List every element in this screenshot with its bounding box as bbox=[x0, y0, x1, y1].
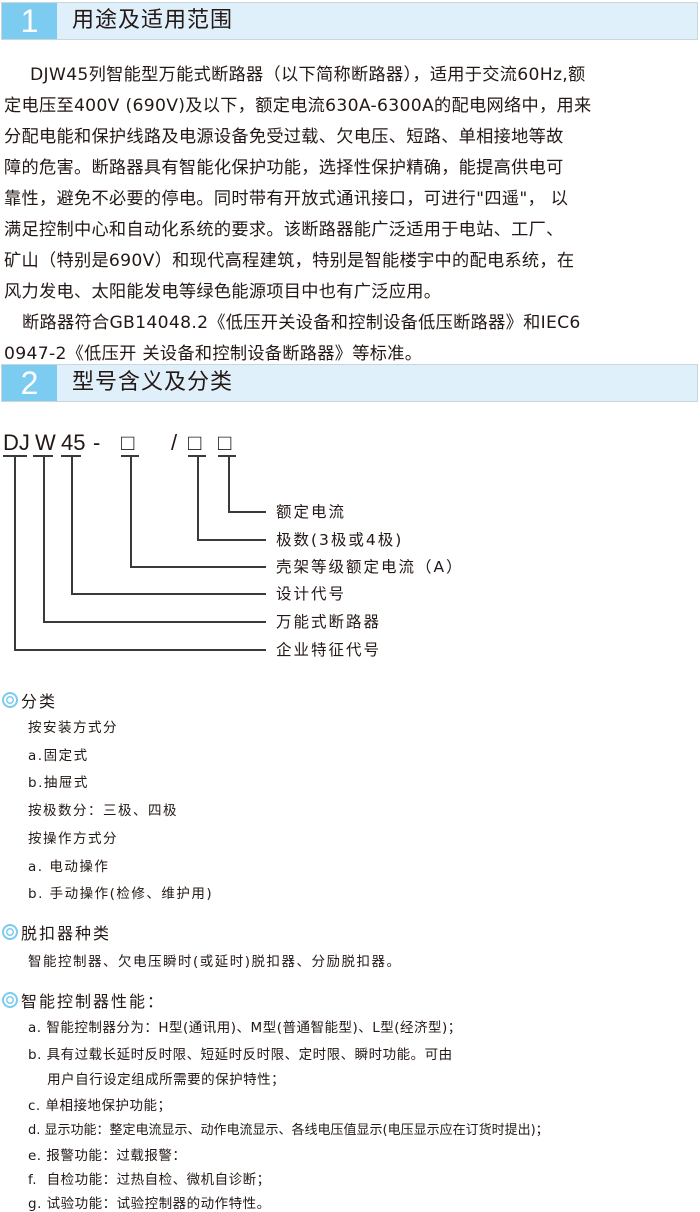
code-part-slash: / bbox=[171, 430, 178, 455]
label-enterprise-code: 企业特征代号 bbox=[276, 641, 382, 659]
section-2-title: 型号含义及分类 bbox=[72, 370, 234, 395]
performance-item: e. 报警功能：过载报警： bbox=[28, 1148, 187, 1164]
section-1-title: 用途及适用范围 bbox=[72, 8, 234, 33]
underline bbox=[218, 455, 236, 457]
label-poles: 极数(3极或4极) bbox=[276, 531, 404, 549]
performance-item: 用户自行设定组成所需要的保护特性； bbox=[28, 1072, 286, 1088]
classification-heading: 分类 bbox=[2, 688, 57, 712]
performance-item: d. 显示功能：整定电流显示、动作电流显示、各线电压值显示(电压显示应在订货时提… bbox=[28, 1123, 549, 1138]
standards-paragraph: 断路器符合GB14048.2《低压开关设备和控制设备低压断路器》和IEC6 09… bbox=[4, 308, 698, 370]
classification-item: b.抽屉式 bbox=[28, 775, 89, 791]
connector-line bbox=[130, 455, 132, 567]
classification-item: b. 手动操作(检修、维护用) bbox=[28, 886, 214, 902]
connector-line bbox=[228, 455, 230, 511]
classification-item: a. 电动操作 bbox=[28, 859, 110, 875]
text-line: 靠性，避免不必要的停电。同时带有开放式通讯接口，可进行"四遥"， 以 bbox=[4, 189, 569, 209]
connector-line bbox=[14, 455, 16, 650]
performance-item: b. 具有过载长延时反时限、短延时反时限、定时限、瞬时功能。可由 bbox=[28, 1047, 453, 1063]
connector-line bbox=[71, 593, 266, 595]
text-line: 风力发电、太阳能发电等绿色能源项目中也有广泛应用。 bbox=[4, 282, 442, 302]
text-line: DJW45列智能型万能式断路器（以下简称断路器），适用于交流60Hz,额 bbox=[30, 65, 586, 85]
connector-line bbox=[14, 649, 266, 651]
classification-item: 按安装方式分 bbox=[28, 720, 118, 736]
text-line: 障的危害。断路器具有智能化保护功能，选择性保护精确，能提高供电可 bbox=[4, 158, 564, 178]
connector-line bbox=[197, 455, 199, 539]
label-frame-current: 壳架等级额定电流（A） bbox=[276, 558, 464, 576]
release-types-heading-text: 脱扣器种类 bbox=[21, 924, 112, 943]
connector-line bbox=[197, 539, 266, 541]
connector-line bbox=[228, 511, 266, 513]
section-1-header: 1 用途及适用范围 bbox=[1, 2, 698, 40]
controller-performance-heading-text: 智能控制器性能： bbox=[21, 992, 166, 1011]
classification-heading-text: 分类 bbox=[21, 692, 58, 711]
code-part-box-frame: □ bbox=[121, 430, 135, 455]
code-part-dash: - bbox=[93, 430, 101, 455]
classification-item: a.固定式 bbox=[28, 748, 89, 764]
code-part-dj: DJ bbox=[3, 430, 30, 455]
text-line: 分配电能和保护线路及电源设备免受过载、欠电压、短路、单相接地等故 bbox=[4, 127, 564, 147]
label-design-code: 设计代号 bbox=[276, 585, 347, 603]
performance-item: c. 单相接地保护功能； bbox=[28, 1098, 172, 1114]
usage-paragraph: DJW45列智能型万能式断路器（以下简称断路器），适用于交流60Hz,额 定电压… bbox=[4, 60, 698, 308]
section-1-number: 1 bbox=[2, 3, 57, 39]
performance-item: a. 智能控制器分为：H型(通讯用)、M型(普通智能型)、L型(经济型)； bbox=[28, 1020, 462, 1036]
text-line: 断路器符合GB14048.2《低压开关设备和控制设备低压断路器》和IEC6 bbox=[22, 313, 581, 333]
classification-item: 按极数分：三极、四极 bbox=[28, 803, 178, 819]
circle-bullet-icon bbox=[2, 924, 18, 940]
text-line: 矿山（特别是690V）和现代高程建筑，特别是智能楼宇中的配电系统，在 bbox=[4, 251, 575, 271]
performance-item: f. 自检功能：过热自检、微机自诊断； bbox=[28, 1172, 271, 1188]
text-line: 0947-2《低压开 关设备和控制设备断路器》等标准。 bbox=[4, 344, 423, 364]
controller-performance-heading: 智能控制器性能： bbox=[2, 988, 165, 1012]
circle-bullet-icon bbox=[2, 692, 18, 708]
section-2-number: 2 bbox=[2, 365, 57, 401]
release-types-heading: 脱扣器种类 bbox=[2, 920, 111, 944]
code-part-box-poles: □ bbox=[188, 430, 202, 455]
code-part-45: 45 bbox=[61, 430, 86, 455]
release-types-text: 智能控制器、欠电压瞬时(或延时)脱扣器、分励脱扣器。 bbox=[28, 954, 402, 970]
performance-item: g. 试验功能：试验控制器的动作特性。 bbox=[28, 1196, 271, 1212]
text-line: 满足控制中心和自动化系统的要求。该断路器能广泛适用于电站、工厂、 bbox=[4, 220, 564, 240]
connector-line bbox=[43, 621, 266, 623]
section-2-header: 2 型号含义及分类 bbox=[1, 364, 698, 402]
label-universal-breaker: 万能式断路器 bbox=[276, 613, 382, 631]
connector-line bbox=[130, 566, 266, 568]
connector-line bbox=[43, 455, 45, 622]
label-rated-current: 额定电流 bbox=[276, 503, 347, 521]
connector-line bbox=[71, 455, 73, 594]
code-part-box-current: □ bbox=[218, 430, 232, 455]
code-part-w: W bbox=[35, 430, 56, 455]
text-line: 定电压至400V (690V)及以下，额定电流630A-6300A的配电网络中，… bbox=[4, 96, 592, 116]
classification-item: 按操作方式分 bbox=[28, 831, 118, 847]
circle-bullet-icon bbox=[2, 992, 18, 1008]
